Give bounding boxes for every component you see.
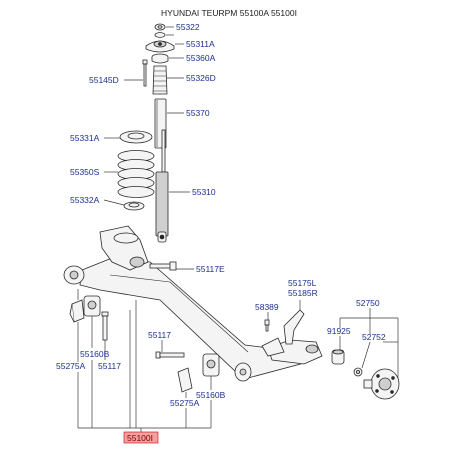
- cap-91925: [331, 349, 345, 365]
- bolt-58389: [264, 319, 270, 332]
- label-55100i[interactable]: 55100I: [127, 433, 153, 443]
- label-55117-left[interactable]: 55117: [98, 361, 121, 371]
- bushing-55160b-right: [202, 353, 220, 377]
- bracket-55275a-right: [177, 367, 193, 393]
- diagram-header: HYUNDAI TEURPM 55100A 55100I: [161, 8, 297, 18]
- label-55311a[interactable]: 55311A: [186, 39, 215, 49]
- label-55175l[interactable]: 55175L: [288, 278, 317, 288]
- hose-bracket-55175l: [283, 309, 305, 345]
- bolt-55117-right: [155, 351, 185, 359]
- bump-stopper-55326d: [152, 65, 168, 95]
- coil-spring-55350s: [117, 150, 155, 198]
- label-55360a[interactable]: 55360A: [186, 53, 216, 63]
- label-52752[interactable]: 52752: [362, 332, 386, 342]
- label-91925[interactable]: 91925: [327, 326, 351, 336]
- label-55160b-right[interactable]: 55160B: [196, 390, 226, 400]
- label-52750[interactable]: 52750: [356, 298, 380, 308]
- washer-55322: [154, 32, 166, 38]
- nut-52752: [353, 367, 363, 377]
- bushing-55160b-left: [83, 295, 101, 317]
- label-55326d[interactable]: 55326D: [186, 73, 216, 83]
- torsion-beam-axle-55100i: [63, 225, 323, 382]
- shock-absorber-55310: [155, 129, 169, 243]
- lower-spring-pad-55332a: [123, 201, 145, 211]
- label-55117e[interactable]: 55117E: [196, 264, 225, 274]
- nut-55322: [154, 23, 166, 31]
- label-55275a-left[interactable]: 55275A: [56, 361, 86, 371]
- bracket-55275a-left: [69, 299, 85, 323]
- label-55332a[interactable]: 55332A: [70, 195, 100, 205]
- upper-spring-pad-55331a: [119, 130, 153, 144]
- label-55310[interactable]: 55310: [192, 187, 216, 197]
- strut-mount-55311a: [145, 40, 175, 53]
- label-55145d[interactable]: 55145D: [89, 75, 119, 85]
- bolt-55145d: [142, 59, 148, 87]
- leader-lines: [77, 26, 399, 432]
- label-55322[interactable]: 55322: [176, 22, 200, 32]
- label-55100i-highlight: [123, 431, 159, 444]
- insulator-55360a: [151, 53, 169, 64]
- label-55275a-right[interactable]: 55275A: [170, 398, 200, 408]
- label-55331a[interactable]: 55331A: [70, 133, 100, 143]
- label-58389[interactable]: 58389: [255, 302, 279, 312]
- hub-bearing-52750: [363, 368, 400, 400]
- bolt-55117-left: [101, 311, 109, 341]
- label-55160b-left[interactable]: 55160B: [80, 349, 110, 359]
- label-55350s[interactable]: 55350S: [70, 167, 100, 177]
- label-55370[interactable]: 55370: [186, 108, 210, 118]
- label-55185r[interactable]: 55185R: [288, 288, 318, 298]
- bolt-55117e: [149, 261, 177, 271]
- label-55117-right-bolt[interactable]: 55117: [148, 330, 171, 340]
